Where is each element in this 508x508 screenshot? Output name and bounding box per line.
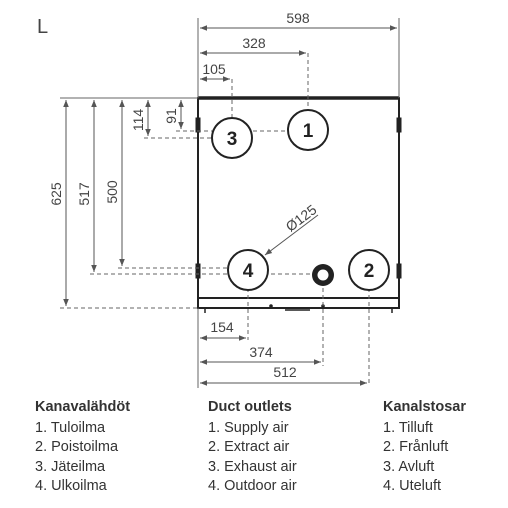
legend-english: Duct outlets 1. Supply air 2. Extract ai… [208, 398, 297, 497]
drain-connection [312, 264, 334, 286]
dim-outlet2-from-left: 512 [273, 364, 297, 380]
dim-total-height: 625 [48, 182, 64, 206]
dim-duct-diameter: Ø125 [282, 201, 319, 235]
legend-item: 2. Poistoilma [35, 439, 119, 455]
dim-outlet1-from-top: 91 [163, 108, 179, 124]
legend-finnish: Kanavalähdöt 1. Tuloilma 2. Poistoilma 3… [35, 398, 130, 497]
outlet-2: 2 [348, 249, 390, 291]
dimension-lines [63, 25, 397, 386]
outlet-3: 3 [211, 117, 253, 159]
legend-item: 2. Frånluft [383, 439, 449, 455]
dim-outlet3-from-top: 114 [130, 109, 146, 132]
outlet-2-number: 2 [364, 261, 375, 282]
legend-item: 4. Uteluft [383, 478, 442, 494]
legend-english-title: Duct outlets [208, 399, 292, 415]
dim-outlet3-from-left: 105 [202, 61, 226, 77]
diameter-leader [264, 214, 319, 256]
variant-label: L [37, 16, 48, 38]
dim-drain-from-left: 374 [249, 344, 273, 360]
legend-item: 1. Tuloilma [35, 419, 106, 436]
legend-item: 1. Tilluft [383, 419, 433, 436]
outlet-3-number: 3 [227, 129, 238, 150]
legend-item: 3. Avluft [383, 458, 435, 475]
legend-swedish: Kanalstosar 1. Tilluft 2. Frånluft 3. Av… [383, 398, 466, 497]
legend-item: 3. Jäteilma [35, 458, 106, 475]
legend-item: 4. Outdoor air [208, 478, 297, 494]
dim-total-width: 598 [286, 10, 310, 26]
dim-unit-height: 517 [76, 182, 92, 206]
dim-outlet4-from-left: 154 [210, 319, 234, 335]
dim-outlet1-from-left: 328 [242, 35, 266, 51]
outlet-4: 4 [227, 249, 269, 291]
dim-outlet4-height: 500 [104, 180, 120, 204]
legend-item: 4. Ulkoilma [35, 478, 107, 494]
unit-body [195, 96, 402, 299]
unit-base [197, 297, 400, 313]
legend-finnish-title: Kanavalähdöt [35, 399, 131, 415]
outlet-1-number: 1 [303, 121, 314, 142]
legend-item: 2. Extract air [208, 439, 290, 455]
extension-lines [60, 18, 400, 388]
legend-swedish-title: Kanalstosar [383, 399, 467, 415]
outlet-1: 1 [287, 109, 329, 151]
legend-item: 1. Supply air [208, 419, 289, 436]
outlet-4-number: 4 [243, 261, 254, 282]
legend-item: 3. Exhaust air [208, 458, 297, 475]
reference-lines [60, 53, 370, 386]
